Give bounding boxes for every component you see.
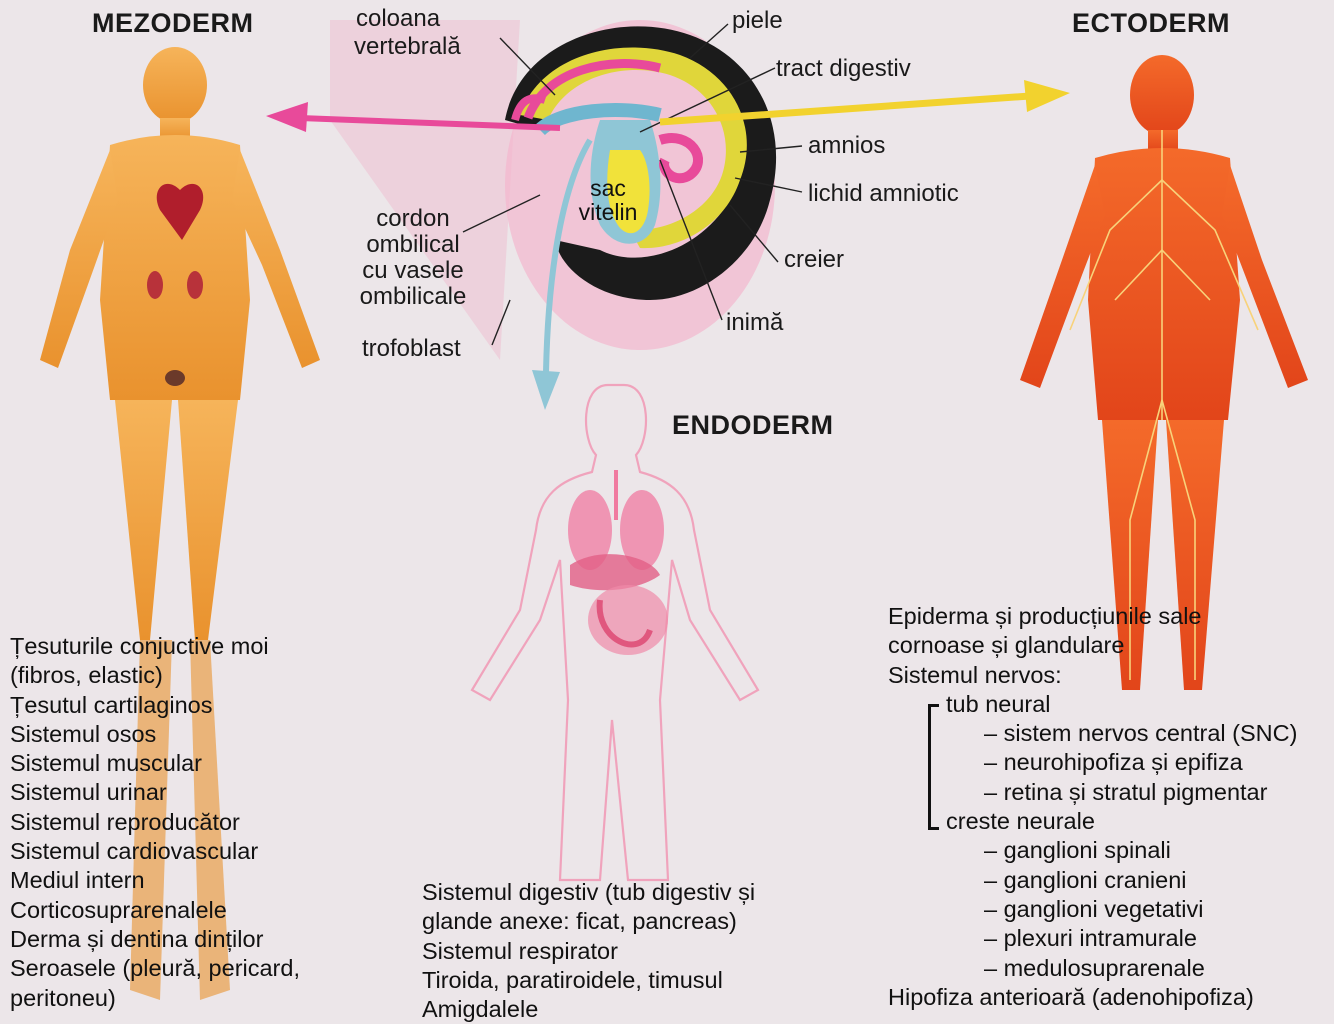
ectoderm-title: ECTODERM — [1072, 8, 1230, 39]
list-item: creste neurale — [888, 807, 1297, 836]
list-item: Corticosuprarenalele — [10, 896, 300, 925]
list-item: Mediul intern — [10, 866, 300, 895]
list-item: Epiderma și producțiunile sale — [888, 602, 1297, 631]
list-item: – ganglioni vegetativi — [888, 895, 1297, 924]
list-item: – plexuri intramurale — [888, 924, 1297, 953]
list-item: cornoase și glandulare — [888, 631, 1297, 660]
list-item: Sistemul osos — [10, 720, 300, 749]
label-cordon-line1: cordon — [348, 206, 478, 232]
label-cordon-line3: cu vasele — [348, 258, 478, 284]
list-item: Sistemul cardiovascular — [10, 837, 300, 866]
label-piele: piele — [732, 8, 783, 34]
label-sac: sac — [568, 176, 648, 200]
endoderm-body-figure — [472, 385, 758, 880]
label-inima: inimă — [726, 310, 783, 336]
mezoderm-list: Țesuturile conjuctive moi (fibros, elast… — [10, 632, 300, 1013]
list-item: Sistemul digestiv (tub digestiv și — [422, 878, 755, 907]
label-creier: creier — [784, 247, 844, 273]
list-item: Sistemul respirator — [422, 937, 755, 966]
label-amnios: amnios — [808, 133, 885, 159]
list-item: Țesuturile conjuctive moi — [10, 632, 300, 661]
list-item: Hipofiza anterioară (adenohipofiza) — [888, 983, 1297, 1012]
label-trofoblast: trofoblast — [362, 336, 461, 362]
list-item: Seroasele (pleură, pericard, — [10, 954, 300, 983]
label-lichid-amniotic: lichid amniotic — [808, 181, 959, 207]
list-item: tub neural — [888, 690, 1297, 719]
list-item: Sistemul urinar — [10, 778, 300, 807]
label-coloana: coloana — [356, 6, 440, 32]
list-item: (fibros, elastic) — [10, 661, 300, 690]
label-cordon-line4: ombilicale — [348, 284, 478, 310]
list-item: Sistemul nervos: — [888, 661, 1297, 690]
label-cordon-ombilical: cordon ombilical cu vasele ombilicale — [348, 206, 478, 310]
list-item: – ganglioni spinali — [888, 836, 1297, 865]
list-item: Amigdalele — [422, 995, 755, 1024]
list-item: – medulosuprarenale — [888, 954, 1297, 983]
label-vitelin: vitelin — [568, 200, 648, 224]
endoderm-list: Sistemul digestiv (tub digestiv și gland… — [422, 878, 755, 1024]
ectoderm-body-figure — [1020, 55, 1308, 690]
list-item: – ganglioni cranieni — [888, 866, 1297, 895]
list-item: Tiroida, paratiroidele, timusul — [422, 966, 755, 995]
label-sac-vitelin: sac vitelin — [568, 176, 648, 224]
list-item: – retina și stratul pigmentar — [888, 778, 1297, 807]
list-item: peritoneu) — [10, 984, 300, 1013]
list-item: Sistemul muscular — [10, 749, 300, 778]
list-item: Sistemul reproducător — [10, 808, 300, 837]
list-item: Țesutul cartilaginos — [10, 691, 300, 720]
label-vertebrala: vertebrală — [354, 34, 461, 60]
ectoderm-list: Epiderma și producțiunile sale cornoase … — [888, 602, 1297, 1012]
label-cordon-line2: ombilical — [348, 232, 478, 258]
list-item: glande anexe: ficat, pancreas) — [422, 907, 755, 936]
label-tract-digestiv: tract digestiv — [776, 56, 911, 82]
endoderm-title: ENDODERM — [672, 410, 834, 441]
mezoderm-title: MEZODERM — [92, 8, 254, 39]
list-item: – sistem nervos central (SNC) — [888, 719, 1297, 748]
list-item: Derma și dentina dinților — [10, 925, 300, 954]
list-item: – neurohipofiza și epifiza — [888, 748, 1297, 777]
